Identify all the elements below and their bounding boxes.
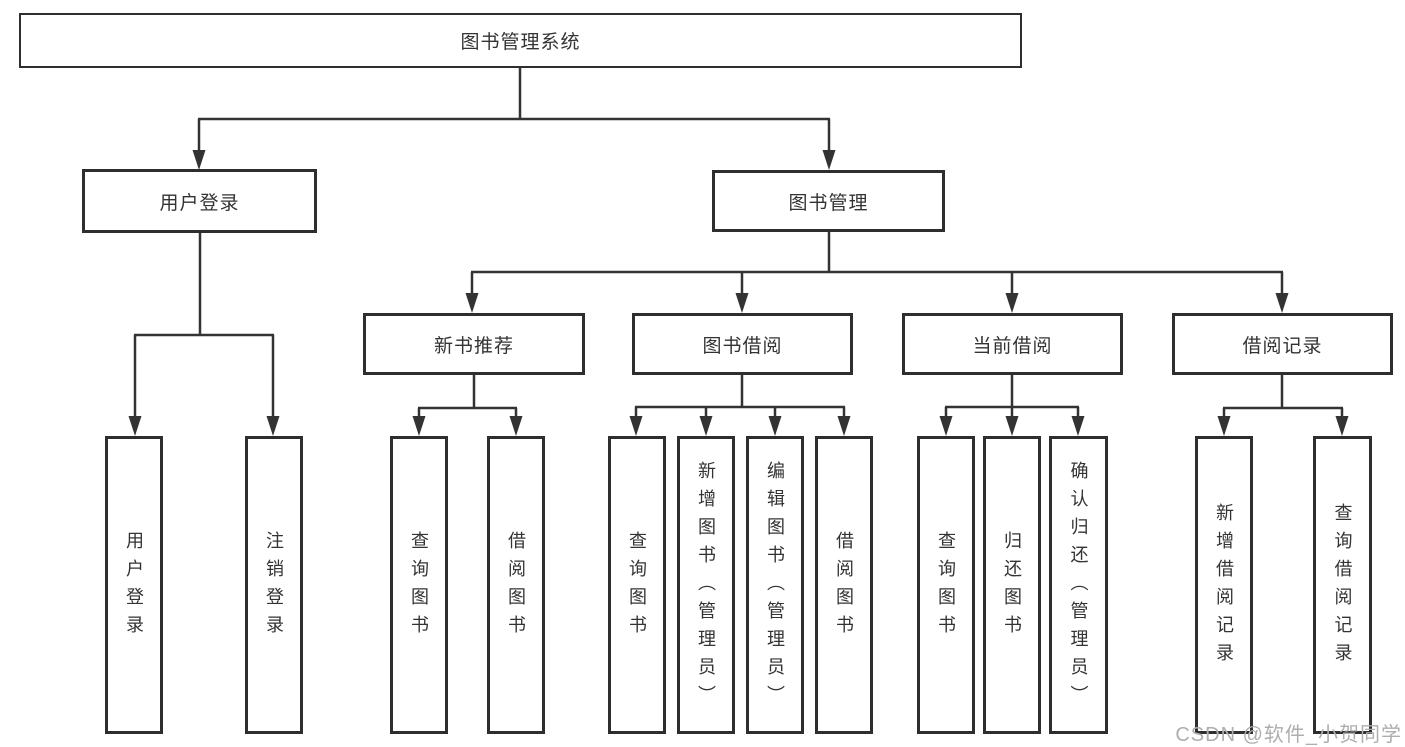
leaf-br-query-record: 查询借阅记录 <box>1313 436 1372 734</box>
node-borrow-records: 借阅记录 <box>1172 313 1393 375</box>
leaf-user-login: 用户登录 <box>105 436 163 734</box>
csdn-watermark: CSDN @软件_小贺同学 <box>1175 724 1402 746</box>
leaf-nbr-query-books: 查询图书 <box>390 436 448 734</box>
node-new-book-recommend: 新书推荐 <box>363 313 585 375</box>
leaf-bb-borrow-books: 借阅图书 <box>815 436 873 734</box>
leaf-nbr-borrow-books: 借阅图书 <box>487 436 545 734</box>
leaf-cb-query-books: 查询图书 <box>917 436 975 734</box>
node-book-borrow: 图书借阅 <box>632 313 853 375</box>
node-user-login: 用户登录 <box>82 169 317 233</box>
leaf-cb-return-books: 归还图书 <box>983 436 1041 734</box>
leaf-logout: 注销登录 <box>245 436 303 734</box>
leaf-bb-add-books-admin: 新增图书（管理员） <box>677 436 735 734</box>
leaf-cb-confirm-return-admin: 确认归还（管理员） <box>1049 436 1108 734</box>
node-current-borrow: 当前借阅 <box>902 313 1123 375</box>
node-book-management: 图书管理 <box>712 170 945 232</box>
leaf-br-add-record: 新增借阅记录 <box>1195 436 1253 734</box>
leaf-bb-query-books: 查询图书 <box>608 436 666 734</box>
leaf-bb-edit-books-admin: 编辑图书（管理员） <box>746 436 804 734</box>
node-root: 图书管理系统 <box>19 13 1022 68</box>
